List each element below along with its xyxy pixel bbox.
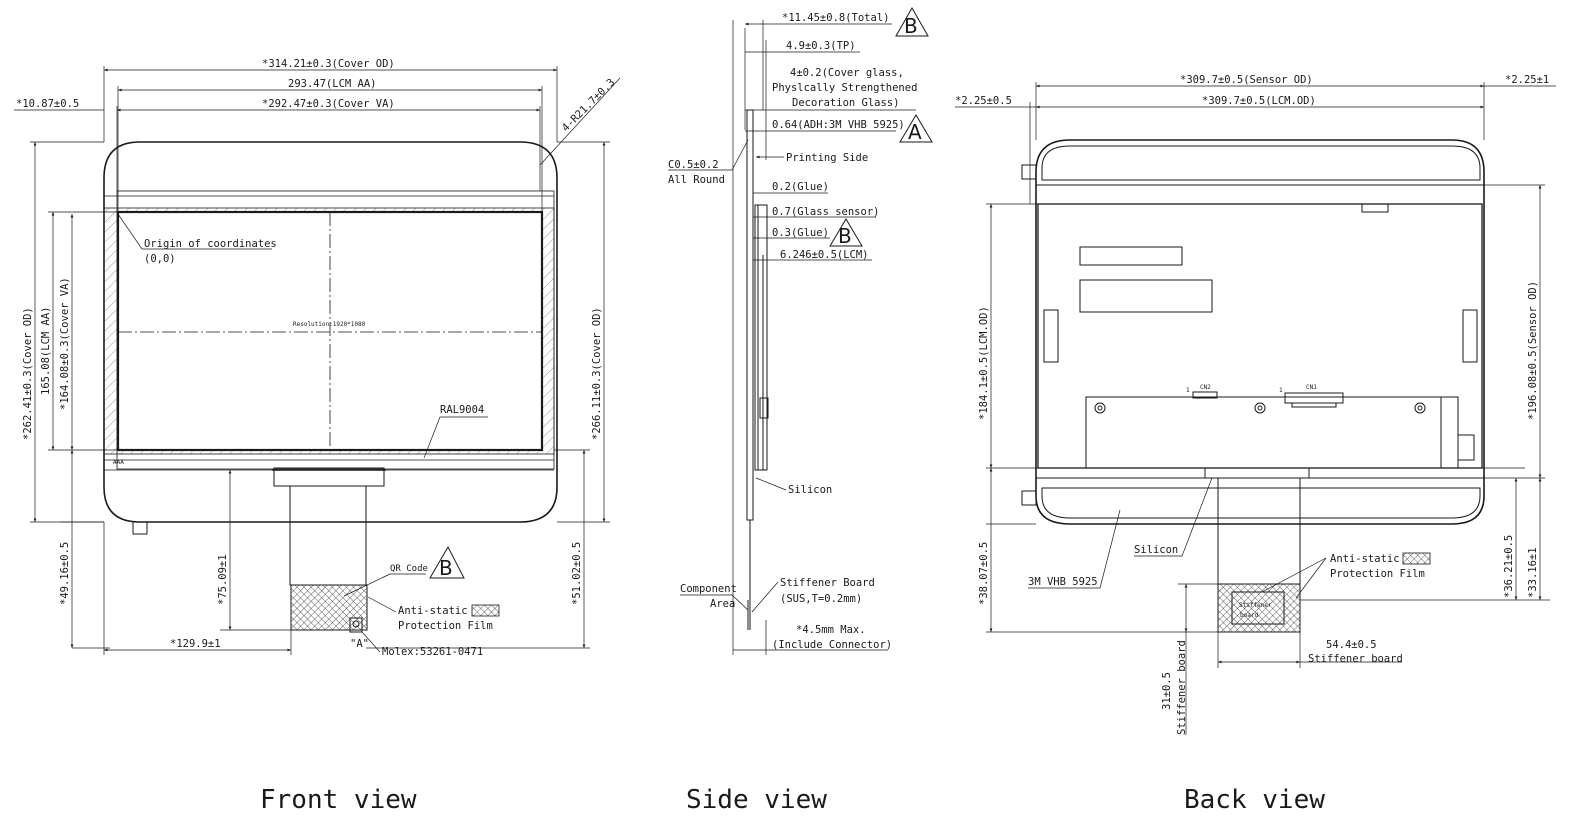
front-antistatic-swatch — [471, 604, 500, 617]
back-silicon: Silicon — [1134, 544, 1178, 556]
front-cover-od-width: *314.21±0.3(Cover OD) — [262, 58, 395, 70]
front-cover-va-width: *292.47±0.3(Cover VA) — [262, 98, 395, 110]
back-cn2: CN2 — [1200, 384, 1211, 391]
front-origin-label: Origin of coordinates — [144, 238, 277, 250]
back-antistatic-swatch — [1402, 552, 1431, 565]
front-cover-od-height-right: *266.11±0.3(Cover OD) — [591, 307, 603, 440]
back-view: CN2 CN1 1 1 Stiffener board *309.7±0.5(S… — [955, 74, 1556, 735]
front-left-offset: *10.87±0.5 — [16, 98, 79, 110]
side-cover-glass-2: Physlcally Strengthened — [772, 82, 917, 94]
side-adhesive: 0.64(ADH:3M VHB 5925) — [772, 119, 905, 131]
front-connector: Molex:53261-0471 — [382, 646, 483, 658]
front-cover-od-height-left: *262.41±0.3(Cover OD) — [22, 307, 34, 440]
front-small-mark: AAA — [113, 459, 124, 466]
back-bottom-right-2: *33.16±1 — [1527, 547, 1539, 598]
front-antistatic-2: Protection Film — [398, 620, 493, 632]
front-flag-b: B — [439, 556, 453, 580]
side-glass-sensor: 0.7(Glass sensor) — [772, 206, 879, 218]
side-chamfer-2: All Round — [668, 174, 725, 186]
back-stiffener-height-1: 31±0.5 — [1161, 672, 1173, 710]
back-pin1-b: 1 — [1279, 387, 1283, 394]
front-bottom-left-offset: *49.16±0.5 — [59, 542, 71, 605]
back-antistatic-1: Anti-static — [1330, 553, 1400, 565]
back-sensor-od-width: *309.7±0.5(Sensor OD) — [1180, 74, 1313, 86]
side-printing-side: Printing Side — [786, 152, 868, 164]
back-stiffener-label-2: board — [1240, 612, 1258, 619]
back-vhb: 3M VHB 5925 — [1028, 576, 1098, 588]
side-component-2: Area — [710, 598, 735, 610]
caption-front-view: Front view — [260, 785, 417, 815]
side-stiffener-2: (SUS,T=0.2mm) — [780, 593, 862, 605]
front-view: AAA Resolution:1920*1080 Origin of coord… — [14, 58, 621, 658]
back-lcm-od-width: *309.7±0.5(LCM.OD) — [1202, 95, 1316, 107]
front-detail-a: "A" — [350, 638, 369, 650]
front-bottom-right-offset: *51.02±0.5 — [571, 542, 583, 605]
side-glue-2: 0.3(Glue) — [772, 227, 829, 239]
side-silicon: Silicon — [788, 484, 832, 496]
front-lcm-aa-height: 165.08(LCM AA) — [40, 306, 52, 395]
side-max-1: *4.5mm Max. — [796, 624, 866, 636]
side-stiffener-1: Stiffener Board — [780, 577, 875, 589]
back-cn1: CN1 — [1306, 384, 1317, 391]
caption-back-view: Back view — [1184, 785, 1325, 815]
side-view: *11.45±0.8(Total) B 4.9±0.3(TP) 4±0.2(Co… — [668, 6, 933, 655]
side-flag-b-2: B — [838, 224, 852, 248]
side-flag-a: A — [908, 120, 922, 144]
front-corner-radius: 4-R21.7±0.3 — [560, 76, 618, 134]
back-pin1-a: 1 — [1186, 387, 1190, 394]
back-left-offset: *2.25±0.5 — [955, 95, 1012, 107]
back-stiffener-height-2: Stiffener board — [1176, 640, 1188, 735]
back-lcm-od-height: *184.1±0.5(LCM.OD) — [978, 306, 990, 420]
front-antistatic-film — [290, 584, 368, 631]
back-lcm-body — [1037, 203, 1483, 469]
back-sensor-od-height: *196.08±0.5(Sensor OD) — [1527, 281, 1539, 420]
side-lcm: 6.246±0.5(LCM) — [780, 249, 869, 261]
side-cover-glass-3: Decoration Glass) — [792, 97, 899, 109]
back-stiffener-width-2: Stiffener board — [1308, 653, 1403, 665]
back-bottom-right-1: *36.21±0.5 — [1503, 535, 1515, 598]
back-right-offset: *2.25±1 — [1505, 74, 1549, 86]
front-cover-outline — [103, 141, 558, 523]
front-cover-va-height: *164.08±0.3(Cover VA) — [59, 277, 71, 410]
side-total: *11.45±0.8(Total) — [782, 12, 889, 24]
front-antistatic-1: Anti-static — [398, 605, 468, 617]
front-fpc-length: *75.09±1 — [217, 554, 229, 605]
front-fpc — [273, 467, 385, 487]
back-sensor-outline — [1035, 139, 1485, 525]
side-tp: 4.9±0.3(TP) — [786, 40, 856, 52]
front-qr-code: QR Code — [390, 564, 428, 574]
side-glue-1: 0.2(Glue) — [772, 181, 829, 193]
back-bottom-left: *38.07±0.5 — [978, 542, 990, 605]
side-chamfer-1: C0.5±0.2 — [668, 159, 719, 171]
side-max-2: (Include Connector) — [772, 639, 892, 651]
back-stiffener-label: Stiffener — [1239, 602, 1272, 609]
side-cover-glass-1: 4±0.2(Cover glass, — [790, 67, 904, 79]
front-origin-coords: (0,0) — [144, 253, 176, 265]
side-component-1: Component — [680, 583, 737, 595]
caption-side-view: Side view — [686, 785, 827, 815]
back-stiffener-width-1: 54.4±0.5 — [1326, 639, 1377, 651]
front-lcm-aa-width: 293.47(LCM AA) — [288, 78, 377, 90]
front-resolution: Resolution:1920*1080 — [293, 321, 366, 328]
front-fpc-position: *129.9±1 — [170, 638, 221, 650]
side-flag-b-1: B — [904, 14, 918, 38]
back-antistatic-2: Protection Film — [1330, 568, 1425, 580]
front-color-code: RAL9004 — [440, 404, 484, 416]
